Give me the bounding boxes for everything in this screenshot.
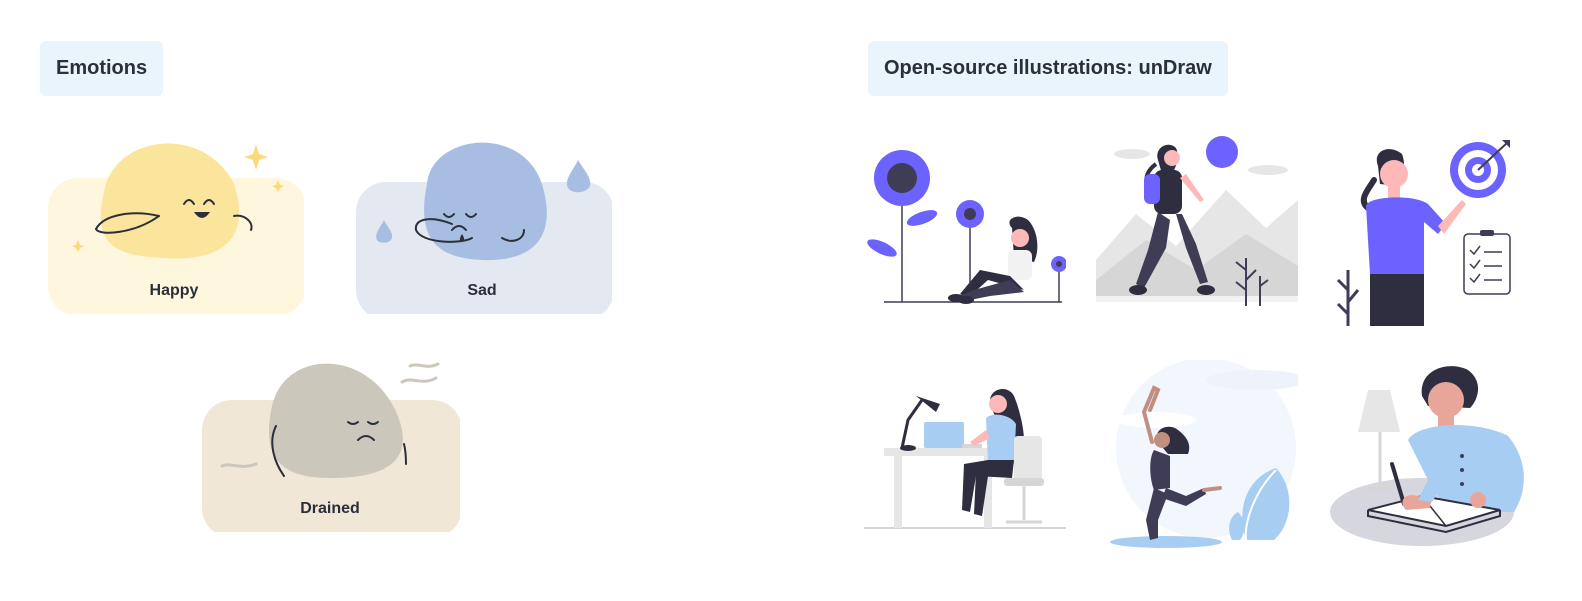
drained-blob-icon — [202, 362, 460, 532]
illustration-sunflowers[interactable] — [864, 130, 1066, 315]
illustration-writing-book[interactable] — [1328, 360, 1530, 546]
emotion-label-drained: Drained — [300, 500, 360, 517]
woman-sunflowers-illustration — [867, 150, 1066, 304]
illustration-target-checklist[interactable] — [1328, 130, 1530, 326]
emotion-label-happy: Happy — [149, 282, 199, 299]
man-writing-book-illustration — [1330, 366, 1524, 546]
woman-dancing-illustration — [1110, 360, 1298, 548]
open-source-section-title: Open-source illustrations: unDraw — [868, 41, 1228, 96]
woman-target-checklist-illustration — [1336, 140, 1511, 326]
illustration-hiking[interactable] — [1096, 130, 1298, 315]
illustration-dancing[interactable] — [1096, 360, 1298, 548]
emotion-card-happy[interactable]: Happy — [44, 134, 304, 314]
emotion-card-sad[interactable]: Sad — [352, 134, 612, 314]
illustration-laptop-desk[interactable] — [864, 360, 1066, 545]
emotion-label-sad: Sad — [467, 282, 497, 299]
emotions-section-title: Emotions — [40, 41, 164, 96]
sad-blob-icon — [356, 142, 612, 314]
emotion-card-drained[interactable]: Drained — [200, 352, 460, 532]
happy-blob-icon — [48, 143, 304, 314]
woman-laptop-desk-illustration — [864, 389, 1066, 529]
woman-hiking-illustration — [1096, 136, 1298, 306]
